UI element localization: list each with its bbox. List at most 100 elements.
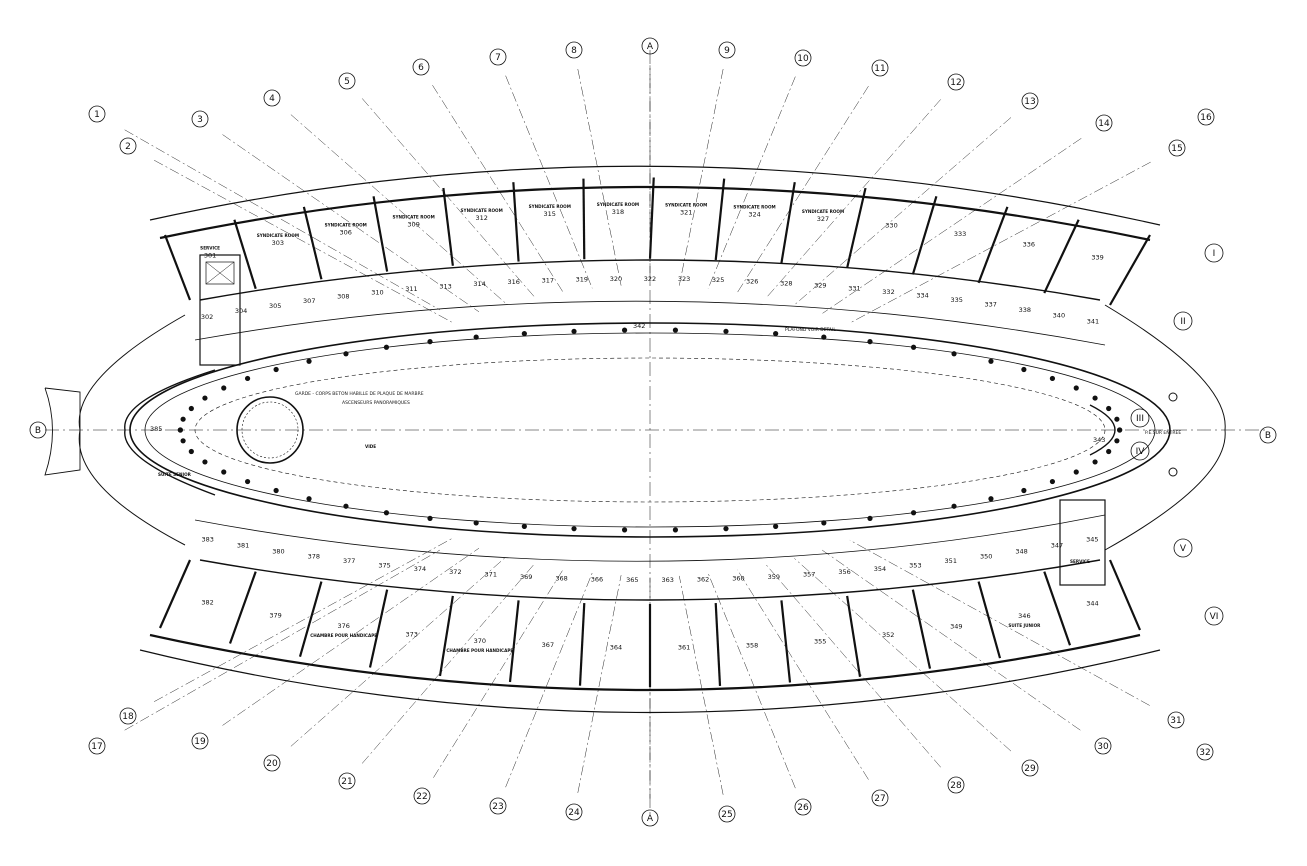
- column-dot: [1073, 469, 1079, 475]
- suite-senior-label: SUITE SENIOR: [158, 472, 192, 477]
- inner-room-number: 308: [337, 293, 349, 301]
- inner-room-number: 359: [768, 573, 780, 581]
- room-number: 315: [544, 210, 556, 218]
- grid-radial-line: [737, 569, 869, 780]
- room-partition: [846, 595, 862, 677]
- column-dot: [1114, 438, 1120, 444]
- room-partition: [1043, 571, 1072, 646]
- grid-radial-line: [577, 68, 622, 286]
- column-dot: [202, 459, 208, 465]
- inner-room-number: 375: [378, 561, 390, 569]
- grid-roman-bubble: [1204, 243, 1224, 263]
- column-dot: [723, 328, 729, 334]
- column-dot: [1092, 459, 1098, 465]
- inner-room-number: 337: [985, 301, 997, 309]
- grid-radial-line: [794, 558, 1012, 752]
- column-dot: [1114, 416, 1120, 422]
- room-number: 344: [1086, 600, 1098, 608]
- grid-roman-label: III: [1136, 414, 1144, 424]
- column-dot: [273, 487, 279, 494]
- column-dot: [221, 469, 227, 475]
- inner-room-number: 338: [1019, 306, 1031, 314]
- grid-top-label: 16: [1200, 113, 1212, 123]
- inner-room-number: 353: [909, 561, 921, 569]
- room-partition: [911, 195, 938, 275]
- room-type-label: SERVICE: [200, 245, 220, 250]
- room-number: 352: [882, 631, 894, 639]
- column-dot: [988, 358, 994, 364]
- grid-radial-line: [222, 134, 480, 313]
- grid-bottom-bubble: [1167, 711, 1185, 729]
- room-type-label: SYNDICATE ROOM: [529, 204, 571, 209]
- room-partition: [1043, 219, 1080, 294]
- grid-top-bubble: [1021, 92, 1039, 110]
- column-dot: [821, 520, 827, 526]
- grid-bottom-label: 32: [1199, 748, 1210, 758]
- room-partition: [780, 182, 796, 264]
- room-type-label: SYNDICATE ROOM: [733, 205, 775, 210]
- grid-bottom-label: 28: [950, 781, 962, 791]
- room-number: 382: [201, 599, 213, 607]
- rotunda-number: 343: [1093, 436, 1105, 444]
- grid-radial-line: [432, 85, 564, 293]
- grid-top-label: 10: [797, 54, 809, 64]
- room-number: 327: [817, 215, 829, 223]
- grid-top-bubble: [119, 137, 137, 155]
- inner-room-number: 374: [414, 565, 426, 573]
- room-number: 318: [612, 208, 624, 216]
- inner-room-number: 357: [803, 571, 815, 579]
- room-number: 349: [950, 623, 962, 631]
- grid-radial-line: [794, 117, 1012, 306]
- grid-radial-line: [766, 564, 941, 768]
- stair-core-left: [199, 254, 241, 366]
- room-partition: [648, 177, 655, 259]
- grid-radial-line: [290, 114, 507, 305]
- grid-radial-line: [124, 129, 440, 311]
- column-dot: [473, 520, 479, 526]
- grid-top-bubble: [641, 37, 659, 55]
- grid-top-label: 8: [571, 46, 577, 56]
- room-type-label: SYNDICATE ROOM: [802, 209, 844, 214]
- grid-top-bubble: [191, 110, 209, 128]
- room-partition: [714, 178, 726, 261]
- inner-room-number: 319: [576, 275, 588, 283]
- grid-roman-label: VI: [1210, 612, 1219, 622]
- grid-radial-line: [222, 547, 480, 726]
- inner-room-number: 329: [814, 282, 826, 290]
- inner-room-number: 345: [1086, 535, 1098, 543]
- column-dot: [343, 351, 349, 357]
- room-number: 358: [746, 641, 758, 649]
- column-dot: [180, 416, 186, 422]
- column-dot: [1106, 405, 1112, 412]
- grid-bottom-bubble: [1021, 759, 1039, 777]
- grid-top-label: 7: [495, 53, 501, 63]
- grid-top-bubble: [1168, 139, 1186, 157]
- room-number: 321: [680, 208, 692, 216]
- grid-bottom-bubble: [119, 707, 137, 725]
- room-number: 303: [272, 239, 284, 247]
- grid-top-label: 4: [269, 94, 275, 104]
- grid-radial-line: [577, 575, 622, 793]
- column-dot: [571, 526, 577, 532]
- column-dot: [723, 526, 729, 532]
- inner-room-number: 377: [343, 557, 355, 565]
- room-partition: [372, 196, 389, 272]
- grid-top-bubble: [871, 59, 889, 77]
- grid-bottom-label: 27: [874, 794, 885, 804]
- grid-bottom-label: 29: [1024, 764, 1036, 774]
- inner-room-number: 335: [950, 296, 962, 304]
- inner-room-number: 304: [235, 307, 247, 315]
- grid-bottom-bubble: [718, 805, 736, 823]
- column-dot: [521, 331, 527, 337]
- room-number: 312: [475, 214, 487, 222]
- column-dot: [244, 478, 251, 485]
- service-right-label: SERVICE: [1070, 559, 1090, 564]
- grid-top-bubble: [718, 41, 736, 59]
- room-partition: [228, 571, 257, 644]
- grid-bottom-bubble: [1094, 737, 1112, 755]
- room-number: 336: [1023, 241, 1035, 249]
- column-dot: [180, 438, 186, 444]
